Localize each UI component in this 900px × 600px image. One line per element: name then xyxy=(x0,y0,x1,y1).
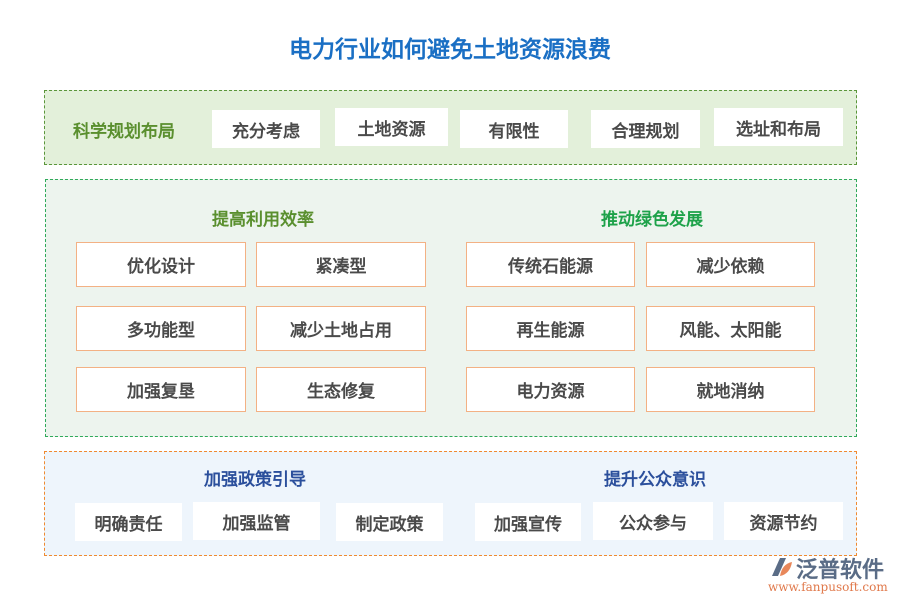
item-box: 公众参与 xyxy=(593,502,713,540)
item-box: 减少依赖 xyxy=(646,242,815,287)
section-heading: 加强政策引导 xyxy=(204,470,306,490)
item-box: 优化设计 xyxy=(76,242,246,287)
item-box: 就地消纳 xyxy=(646,367,815,412)
item-box: 明确责任 xyxy=(75,503,182,541)
logo-name: 泛普软件 xyxy=(796,558,885,583)
item-box: 加强宣传 xyxy=(475,503,581,541)
item-box: 土地资源 xyxy=(335,108,448,146)
section-heading: 提高利用效率 xyxy=(212,210,314,230)
section-label: 科学规划布局 xyxy=(73,122,175,142)
item-box: 再生能源 xyxy=(466,306,635,351)
item-box: 加强复垦 xyxy=(76,367,246,412)
item-box: 合理规划 xyxy=(591,110,700,148)
item-box: 风能、太阳能 xyxy=(646,306,815,351)
section-heading: 推动绿色发展 xyxy=(601,210,703,230)
item-box: 充分考虑 xyxy=(212,110,320,148)
item-box: 多功能型 xyxy=(76,306,246,351)
item-box: 加强监管 xyxy=(193,502,320,540)
section-heading: 提升公众意识 xyxy=(604,470,706,490)
item-box: 电力资源 xyxy=(466,367,635,412)
item-box: 资源节约 xyxy=(724,502,843,540)
item-box: 传统石能源 xyxy=(466,242,635,287)
item-box: 选址和布局 xyxy=(714,108,843,146)
logo-mark-icon xyxy=(772,558,792,576)
fanpusoft-logo: 泛普软件 www.fanpusoft.com xyxy=(766,552,896,596)
item-box: 减少土地占用 xyxy=(256,306,426,351)
logo-url: www.fanpusoft.com xyxy=(768,580,888,594)
item-box: 紧凑型 xyxy=(256,242,426,287)
item-box: 有限性 xyxy=(460,110,568,148)
item-box: 生态修复 xyxy=(256,367,426,412)
item-box: 制定政策 xyxy=(336,503,443,541)
page-title: 电力行业如何避免土地资源浪费 xyxy=(289,37,611,63)
